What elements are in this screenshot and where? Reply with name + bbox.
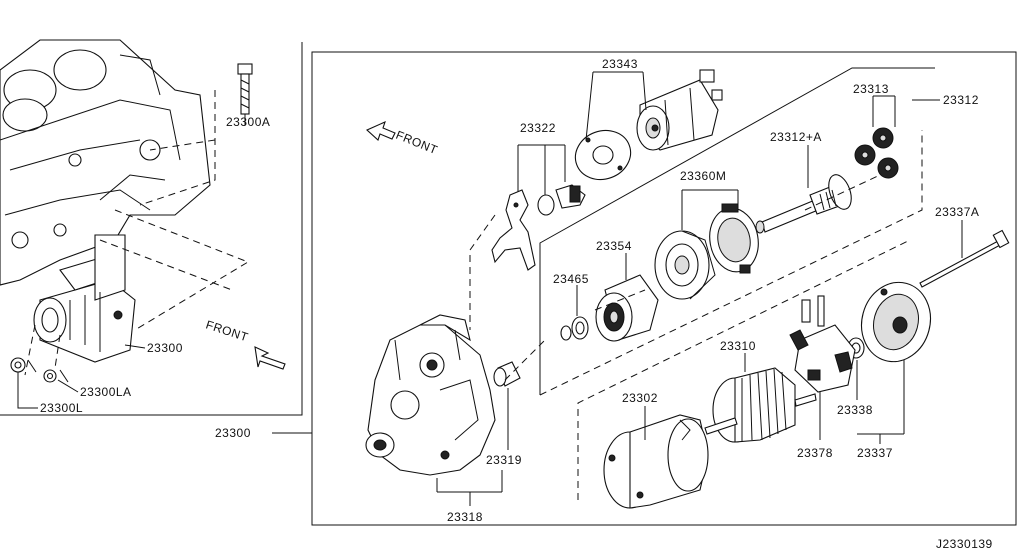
callout-23378: 23378 (797, 446, 833, 460)
callout-23300A: 23300A (226, 115, 270, 129)
callout-23313: 23313 (853, 82, 889, 96)
solenoid-gasket-23343 (574, 129, 632, 181)
engine-block-illustration (0, 39, 211, 286)
front-arrow-left (254, 346, 286, 370)
through-bolt-23337A (919, 229, 1010, 288)
upper-assembly-outline (539, 67, 935, 395)
diagram-id: J2330139 (936, 537, 993, 551)
callout-23300-left: 23300 (147, 341, 183, 355)
armature-23310 (704, 367, 817, 443)
callout-23337A: 23337A (935, 205, 979, 219)
front-housing-23318 (365, 314, 496, 476)
callout-23319: 23319 (486, 453, 522, 467)
callout-23312: 23312 (943, 93, 979, 107)
yoke-23302 (603, 414, 709, 509)
exploded-guide-lines (469, 174, 881, 381)
exploded-view-frame (311, 51, 1017, 526)
callout-23302: 23302 (622, 391, 658, 405)
solenoid-23343 (636, 69, 723, 151)
lower-assembly-outline (577, 239, 911, 500)
nut-23300LA (43, 369, 69, 383)
planetary-gears-23313 (854, 95, 899, 179)
callout-23343: 23343 (602, 57, 638, 71)
callout-23312A: 23312+A (770, 130, 822, 144)
brush-holder-23378 (789, 295, 856, 393)
front-label-left: FRONT (204, 318, 250, 345)
middle-assembly-outline (539, 130, 923, 396)
stop-ring-23465 (560, 316, 589, 341)
left-dashed-guides (24, 90, 250, 376)
callout-23300L: 23300L (40, 401, 83, 415)
shift-lever (491, 189, 536, 271)
rear-cover-23337 (861, 281, 931, 363)
callout-23354: 23354 (596, 239, 632, 253)
callout-23360M: 23360M (680, 169, 726, 183)
callout-23337: 23337 (857, 446, 893, 460)
center-housing-23360M (654, 230, 716, 300)
bolt-23300A (237, 63, 253, 124)
callout-23322: 23322 (520, 121, 556, 135)
callout-23338: 23338 (837, 403, 873, 417)
callout-23300-main: 23300 (215, 426, 251, 440)
bushing-23319 (493, 361, 521, 387)
plunger-parts-23322 (517, 144, 586, 216)
left-panel-frame (0, 42, 303, 416)
starter-assembly-small (33, 234, 136, 363)
callout-23465: 23465 (553, 272, 589, 286)
pinion-shaft-23312A (755, 174, 852, 234)
callout-23310: 23310 (720, 339, 756, 353)
callout-23318: 23318 (447, 510, 483, 524)
pinion-clutch-23354 (595, 274, 659, 342)
gear-housing-plate-23360M (709, 203, 759, 274)
nut-23300L (10, 357, 37, 373)
callout-23300LA: 23300LA (80, 385, 132, 399)
front-label-right: FRONT (394, 128, 440, 157)
front-arrow-right (366, 120, 396, 141)
